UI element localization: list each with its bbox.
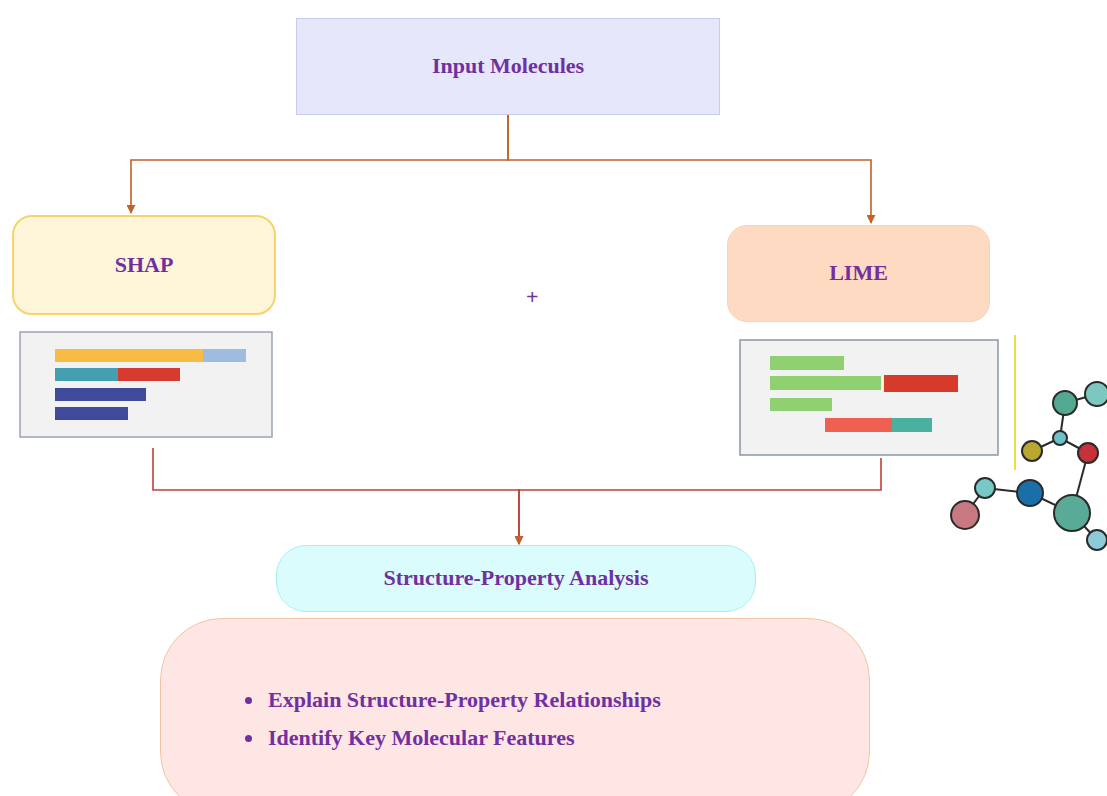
bar [892, 418, 932, 432]
node-label: LIME [829, 260, 888, 286]
analysis-pill: Structure-Property Analysis [276, 545, 756, 612]
molecule-graph [951, 382, 1107, 550]
plus-sign: + [526, 284, 539, 310]
bullet-text: Identify Key Molecular Features [268, 725, 575, 751]
bullet-dot [245, 697, 252, 704]
bar [884, 375, 958, 392]
node-label: Structure-Property Analysis [384, 565, 649, 591]
bar [770, 376, 881, 390]
bullet-text: Explain Structure-Property Relationships [268, 687, 661, 713]
lime-chart [740, 340, 998, 455]
atom [1085, 382, 1107, 406]
atom [1078, 443, 1098, 463]
atom [1087, 530, 1107, 550]
atom [1017, 480, 1043, 506]
bullet-dot [245, 735, 252, 742]
bar [55, 407, 128, 420]
connector-arrow [508, 115, 871, 223]
atom [1054, 495, 1090, 531]
atom [951, 501, 979, 529]
node-label: SHAP [115, 252, 174, 278]
connector-arrow [153, 448, 519, 544]
bar [55, 349, 203, 362]
result-panel: Explain Structure-Property Relationships… [160, 618, 870, 796]
bar [203, 349, 246, 362]
bullet-row: Identify Key Molecular Features [245, 725, 575, 751]
bar [118, 368, 180, 381]
bar [55, 388, 146, 401]
chart-panel [20, 332, 272, 437]
bar [55, 368, 118, 381]
atom [1022, 441, 1042, 461]
shap-chart [20, 332, 272, 437]
input-box: Input Molecules [296, 18, 720, 115]
connector-arrow [131, 115, 508, 213]
divider-line [1014, 335, 1016, 470]
bullet-row: Explain Structure-Property Relationships [245, 687, 661, 713]
method-box: SHAP [12, 215, 276, 315]
atom [975, 478, 995, 498]
node-label: Input Molecules [432, 53, 584, 79]
chart-panel [740, 340, 998, 455]
atom [1053, 431, 1067, 445]
connector-arrow [519, 458, 881, 544]
bar [825, 418, 892, 432]
bar [770, 356, 844, 370]
method-box: LIME [727, 225, 990, 322]
bar [770, 398, 832, 411]
atom [1053, 391, 1077, 415]
